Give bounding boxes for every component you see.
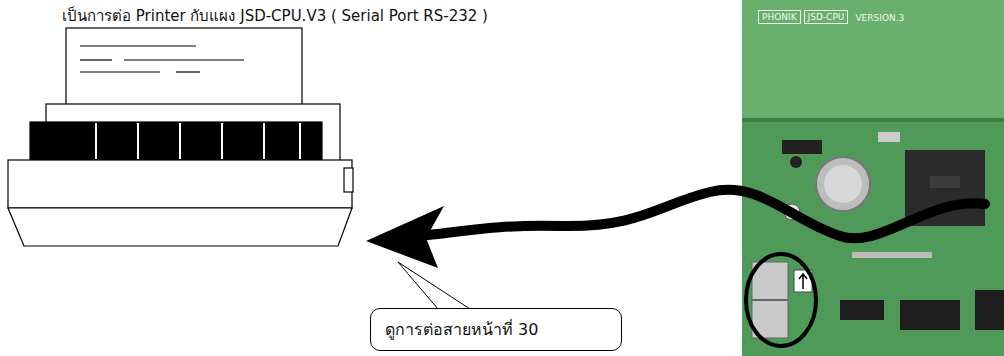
- callout-box: ดูการต่อสายหน้าที่ 30: [370, 308, 622, 351]
- callout-text: ดูการต่อสายหน้าที่ 30: [385, 317, 607, 342]
- crystal: [878, 132, 900, 142]
- paper-line: [124, 59, 244, 60]
- header: [852, 252, 932, 258]
- chip: [782, 140, 822, 154]
- paper-line: [80, 45, 196, 46]
- arrow-head: [366, 206, 444, 268]
- silkscreen-label: VERSION.3: [851, 11, 908, 25]
- printer-band: [30, 122, 322, 160]
- paper-line: [80, 59, 112, 60]
- silkscreen-label: PHONIK: [758, 10, 801, 24]
- printer-illustration: [8, 28, 353, 246]
- printer-body: [8, 160, 352, 208]
- heading-text: เป็นการต่อ Printer กับแผง JSD-CPU.V3 ( S…: [62, 4, 488, 28]
- memory-chip: [900, 300, 960, 330]
- printer-base: [8, 208, 352, 246]
- chip: [840, 300, 884, 320]
- pcb: [742, 0, 1004, 356]
- paper-line: [80, 71, 160, 72]
- board-photo: [742, 0, 1004, 356]
- rj-connector: [752, 262, 788, 338]
- highlight-circle: [746, 254, 816, 346]
- printer-knob: [344, 168, 353, 192]
- callout-tail: [398, 262, 470, 309]
- coin-battery: [816, 157, 870, 211]
- pcb-top: [742, 0, 1004, 120]
- capacitor: [790, 156, 802, 168]
- cable-arrow: [420, 190, 985, 239]
- paper-line: [176, 71, 200, 72]
- silkscreen-label: JSD-CPU: [804, 10, 849, 24]
